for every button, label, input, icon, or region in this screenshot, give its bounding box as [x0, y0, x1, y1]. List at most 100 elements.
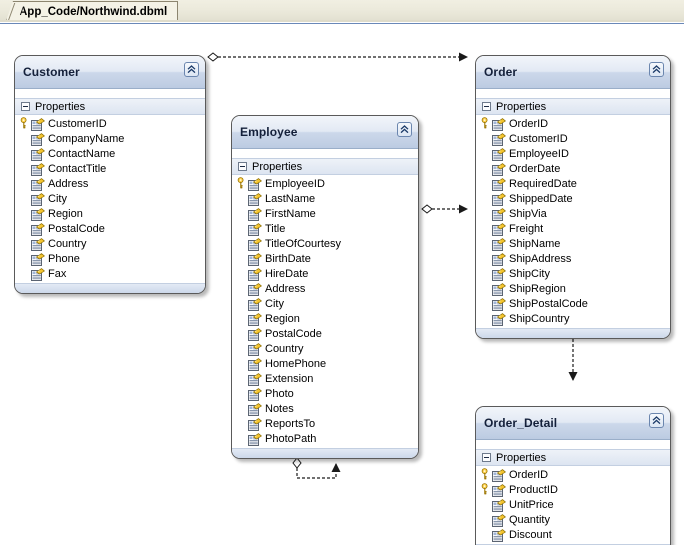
properties-section-header[interactable]: Properties [15, 98, 205, 115]
property-row[interactable]: ShipAddress [476, 252, 670, 267]
property-row[interactable]: Region [15, 207, 205, 222]
entity-header[interactable]: Order_Detail [476, 407, 670, 440]
properties-section-label: Properties [496, 451, 547, 464]
property-name: TitleOfCourtesy [265, 238, 342, 250]
property-row[interactable]: ShippedDate [476, 192, 670, 207]
property-name: PostalCode [48, 223, 105, 235]
property-row[interactable]: Country [232, 342, 418, 357]
property-row[interactable]: ContactTitle [15, 162, 205, 177]
property-column-icon [248, 433, 262, 446]
property-name: Extension [265, 373, 314, 385]
entity-header[interactable]: Customer [15, 56, 205, 89]
property-row[interactable]: OrderID [476, 468, 670, 483]
minus-toggle-icon[interactable] [21, 102, 30, 111]
property-row[interactable]: ShipPostalCode [476, 297, 670, 312]
property-row[interactable]: Address [232, 282, 418, 297]
property-row[interactable]: Quantity [476, 513, 670, 528]
property-row[interactable]: Discount [476, 528, 670, 543]
collapse-chevron-icon[interactable] [649, 413, 664, 428]
property-row[interactable]: PostalCode [232, 327, 418, 342]
property-row[interactable]: OrderID [476, 117, 670, 132]
properties-section-header[interactable]: Properties [476, 98, 670, 115]
property-row[interactable]: ShipCountry [476, 312, 670, 327]
properties-section-header[interactable]: Properties [476, 449, 670, 466]
property-name: ShipAddress [509, 253, 572, 265]
designer-canvas[interactable]: Customer Properties [0, 23, 684, 545]
property-row[interactable]: PhotoPath [232, 432, 418, 447]
property-row[interactable]: CompanyName [15, 132, 205, 147]
property-row[interactable]: CustomerID [15, 117, 205, 132]
property-column-icon [248, 208, 262, 221]
property-row[interactable]: Phone [15, 252, 205, 267]
property-row[interactable]: RequiredDate [476, 177, 670, 192]
property-row[interactable]: Region [232, 312, 418, 327]
property-column-icon [492, 298, 506, 311]
property-row[interactable]: EmployeeID [232, 177, 418, 192]
property-row[interactable]: BirthDate [232, 252, 418, 267]
property-column-icon [31, 193, 45, 206]
collapse-chevron-icon[interactable] [397, 122, 412, 137]
property-row[interactable]: Photo [232, 387, 418, 402]
property-row[interactable]: TitleOfCourtesy [232, 237, 418, 252]
property-row[interactable]: UnitPrice [476, 498, 670, 513]
property-column-icon [248, 358, 262, 371]
property-name: ShipCity [509, 268, 550, 280]
property-row[interactable]: CustomerID [476, 132, 670, 147]
property-row[interactable]: ProductID [476, 483, 670, 498]
property-row[interactable]: Notes [232, 402, 418, 417]
property-row[interactable]: EmployeeID [476, 147, 670, 162]
property-row[interactable]: ReportsTo [232, 417, 418, 432]
entity-order[interactable]: Order Properties [475, 55, 671, 339]
property-name: Country [48, 238, 87, 250]
property-row[interactable]: Extension [232, 372, 418, 387]
property-row[interactable]: Freight [476, 222, 670, 237]
property-column-icon [248, 178, 262, 191]
property-name: Country [265, 343, 304, 355]
property-row[interactable]: PostalCode [15, 222, 205, 237]
property-name: Fax [48, 268, 67, 280]
property-name: Notes [265, 403, 294, 415]
property-name: HomePhone [265, 358, 327, 370]
primary-key-slot [19, 117, 31, 132]
property-name: OrderDate [509, 163, 561, 175]
property-name: ShipName [509, 238, 561, 250]
property-row[interactable]: ShipRegion [476, 282, 670, 297]
entity-header[interactable]: Order [476, 56, 670, 89]
property-row[interactable]: OrderDate [476, 162, 670, 177]
property-row[interactable]: ContactName [15, 147, 205, 162]
entity-header[interactable]: Employee [232, 116, 418, 149]
minus-toggle-icon[interactable] [238, 162, 247, 171]
minus-toggle-icon[interactable] [482, 102, 491, 111]
property-row[interactable]: ShipCity [476, 267, 670, 282]
collapse-chevron-icon[interactable] [649, 62, 664, 77]
property-name: PostalCode [265, 328, 322, 340]
property-name: City [265, 298, 284, 310]
property-row[interactable]: ShipVia [476, 207, 670, 222]
association-employee-self[interactable] [292, 457, 341, 479]
property-list: EmployeeID LastName [232, 175, 418, 448]
property-name: Title [265, 223, 286, 235]
entity-order_detail[interactable]: Order_Detail Properties [475, 406, 671, 545]
properties-section-header[interactable]: Properties [232, 158, 418, 175]
property-row[interactable]: City [15, 192, 205, 207]
property-column-icon [492, 514, 506, 527]
property-name: OrderID [509, 469, 549, 481]
tab-northwind-dbml[interactable]: App_Code/Northwind.dbml [6, 1, 179, 21]
property-name: Discount [509, 529, 552, 541]
property-row[interactable]: ShipName [476, 237, 670, 252]
property-row[interactable]: HomePhone [232, 357, 418, 372]
property-row[interactable]: HireDate [232, 267, 418, 282]
property-row[interactable]: LastName [232, 192, 418, 207]
property-column-icon [248, 298, 262, 311]
property-row[interactable]: Country [15, 237, 205, 252]
property-row[interactable]: Title [232, 222, 418, 237]
entity-customer[interactable]: Customer Properties [14, 55, 206, 294]
minus-toggle-icon[interactable] [482, 453, 491, 462]
property-row[interactable]: Fax [15, 267, 205, 282]
entity-employee[interactable]: Employee Properties [231, 115, 419, 459]
property-row[interactable]: FirstName [232, 207, 418, 222]
property-row[interactable]: Address [15, 177, 205, 192]
entity-title: Order_Detail [484, 416, 558, 430]
property-row[interactable]: City [232, 297, 418, 312]
collapse-chevron-icon[interactable] [184, 62, 199, 77]
